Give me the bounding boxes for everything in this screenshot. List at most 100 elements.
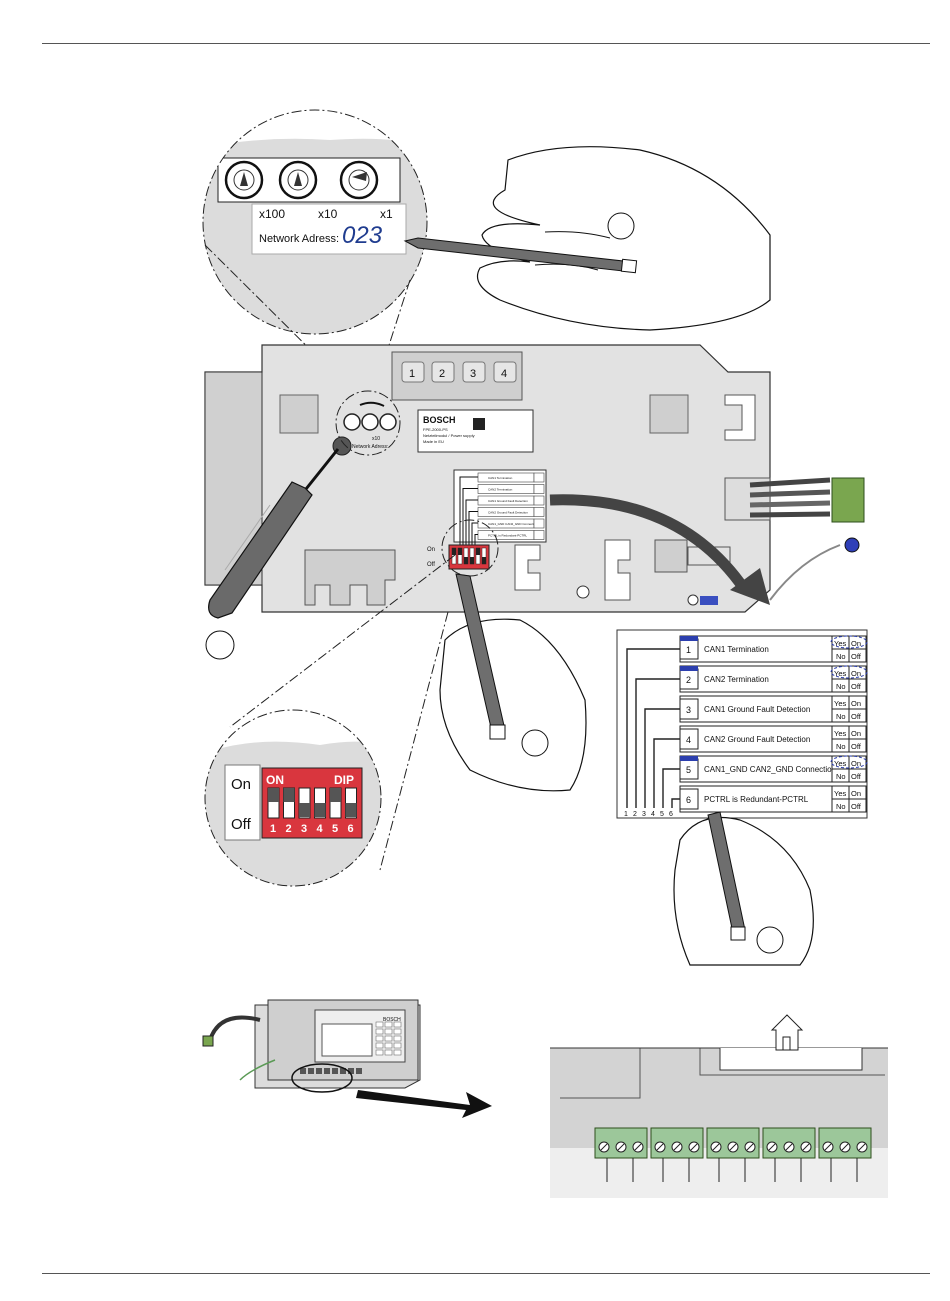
dip-row-number: 1 [686,645,691,655]
network-address-label: Network Adress: [259,233,339,245]
on-label: On [851,699,861,708]
dip-row-number: 5 [686,765,691,775]
selection-mark [830,665,868,679]
top-rule [42,43,930,44]
mini-table-label: CAN2 Termination [488,488,513,492]
off-label: Off [851,772,862,781]
off-label: Off [851,682,862,691]
dip-row-label: CAN1_GND CAN2_GND Connection [704,765,836,774]
dip-zoom-on: On [231,776,251,793]
pin-number: 2 [633,811,637,818]
slot-4-label: 4 [501,368,507,380]
pin-number: 1 [624,811,628,818]
rotary-dial-x100 [224,160,264,200]
mini-table-label: CAN1_GND CAN2_GND Connection [488,522,538,526]
handwritten-address: 023 [342,222,383,249]
off-label: Off [851,742,862,751]
device-label-line: Made in EU [423,439,444,444]
dip-switch-number: 1 [270,823,276,835]
dip-row-label: CAN2 Termination [704,675,769,684]
no-label: No [836,802,846,811]
multiplier-x100: x100 [259,207,285,221]
detail-arrow [356,1090,492,1118]
bottom-rule [42,1273,930,1274]
device-dial-caption: x10 [372,436,380,442]
pin-number: 6 [669,811,673,818]
dip-row-label: CAN1 Termination [704,645,769,654]
no-label: No [836,652,846,661]
dip-row [679,695,833,723]
multiplier-x1: x1 [380,207,393,221]
pin-number: 4 [651,811,655,818]
step-circle [205,630,235,660]
dip-header-dip: DIP [334,773,354,787]
off-label: Off [851,712,862,721]
on-label: On [851,669,861,678]
mini-table-label: CAN2 Ground Fault Detection [488,511,528,515]
rotary-dial-x1 [339,160,379,200]
cable-connector-icon [700,477,865,605]
pin-number: 5 [660,811,664,818]
screwdriver-icon [208,448,340,619]
dip-row-number: 6 [686,795,691,805]
dip-row-label: CAN2 Ground Fault Detection [704,735,810,744]
power-supply-module: 1 2 3 4 x10 Network Adress: BOSCH FPE-20… [204,344,771,613]
hand-with-pencil-icon [403,146,771,331]
dip-switch-number: 3 [301,823,307,835]
house-icon [770,1014,804,1051]
no-label: No [836,742,846,751]
dip-row [679,665,833,693]
device-label-line: Netzteilmodul / Power supply [423,433,475,438]
dip-row-label: CAN1 Ground Fault Detection [704,705,810,714]
device-dip-off: Off [427,562,435,568]
panel-brand: BOSCH [383,1017,401,1023]
dip-row [679,725,833,753]
dip-switch-number: 5 [332,823,338,835]
yes-label: Yes [834,789,846,798]
mini-table-label: CAN1 Termination [488,476,513,480]
slot-1-label: 1 [409,368,415,380]
terminal-detail [550,1014,888,1198]
yes-label: Yes [834,669,846,678]
device-dip-on: On [427,547,435,553]
on-label: On [851,639,861,648]
yes-label: Yes [834,759,846,768]
slot-3-label: 3 [470,368,476,380]
zoom-arrow [549,494,750,594]
selection-mark [830,755,868,769]
dip-row-number: 3 [686,705,691,715]
slot-labels: 1 2 3 4 [401,361,517,383]
marker-icon [680,636,698,641]
dip-row-number: 4 [686,735,691,745]
dip-switch-number: 2 [286,823,292,835]
dip-switch-number: 4 [317,823,324,835]
control-panel-icon: BOSCH [202,999,421,1093]
hand-with-pen-icon [439,573,587,792]
selection-mark [830,635,868,649]
pin-number: 3 [642,811,646,818]
rotary-dial-x10 [278,160,318,200]
dip-row-label: PCTRL is Redundant-PCTRL [704,795,809,804]
on-label: On [851,759,861,768]
dip-row [679,785,833,813]
yes-label: Yes [834,639,846,648]
on-label: On [851,729,861,738]
mini-table-label: CAN1 Ground Fault Detection [488,499,528,503]
mini-table-label: PCTRL is Redundant-PCTRL [488,534,527,538]
dip-zoom-off: Off [231,816,252,833]
yes-label: Yes [834,729,846,738]
marker-icon [680,666,698,671]
no-label: No [836,772,846,781]
dip-row-number: 2 [686,675,691,685]
on-label: On [851,789,861,798]
no-label: No [836,712,846,721]
dip-header-on: ON [266,773,284,787]
device-address-caption: Network Adress: [352,444,388,450]
device-brand: BOSCH [423,415,456,425]
zoom-arrow-head [730,568,770,605]
slot-2-label: 2 [439,368,445,380]
multiplier-x10: x10 [318,207,338,221]
device-label-line: FPE-2000-PS [423,427,448,432]
